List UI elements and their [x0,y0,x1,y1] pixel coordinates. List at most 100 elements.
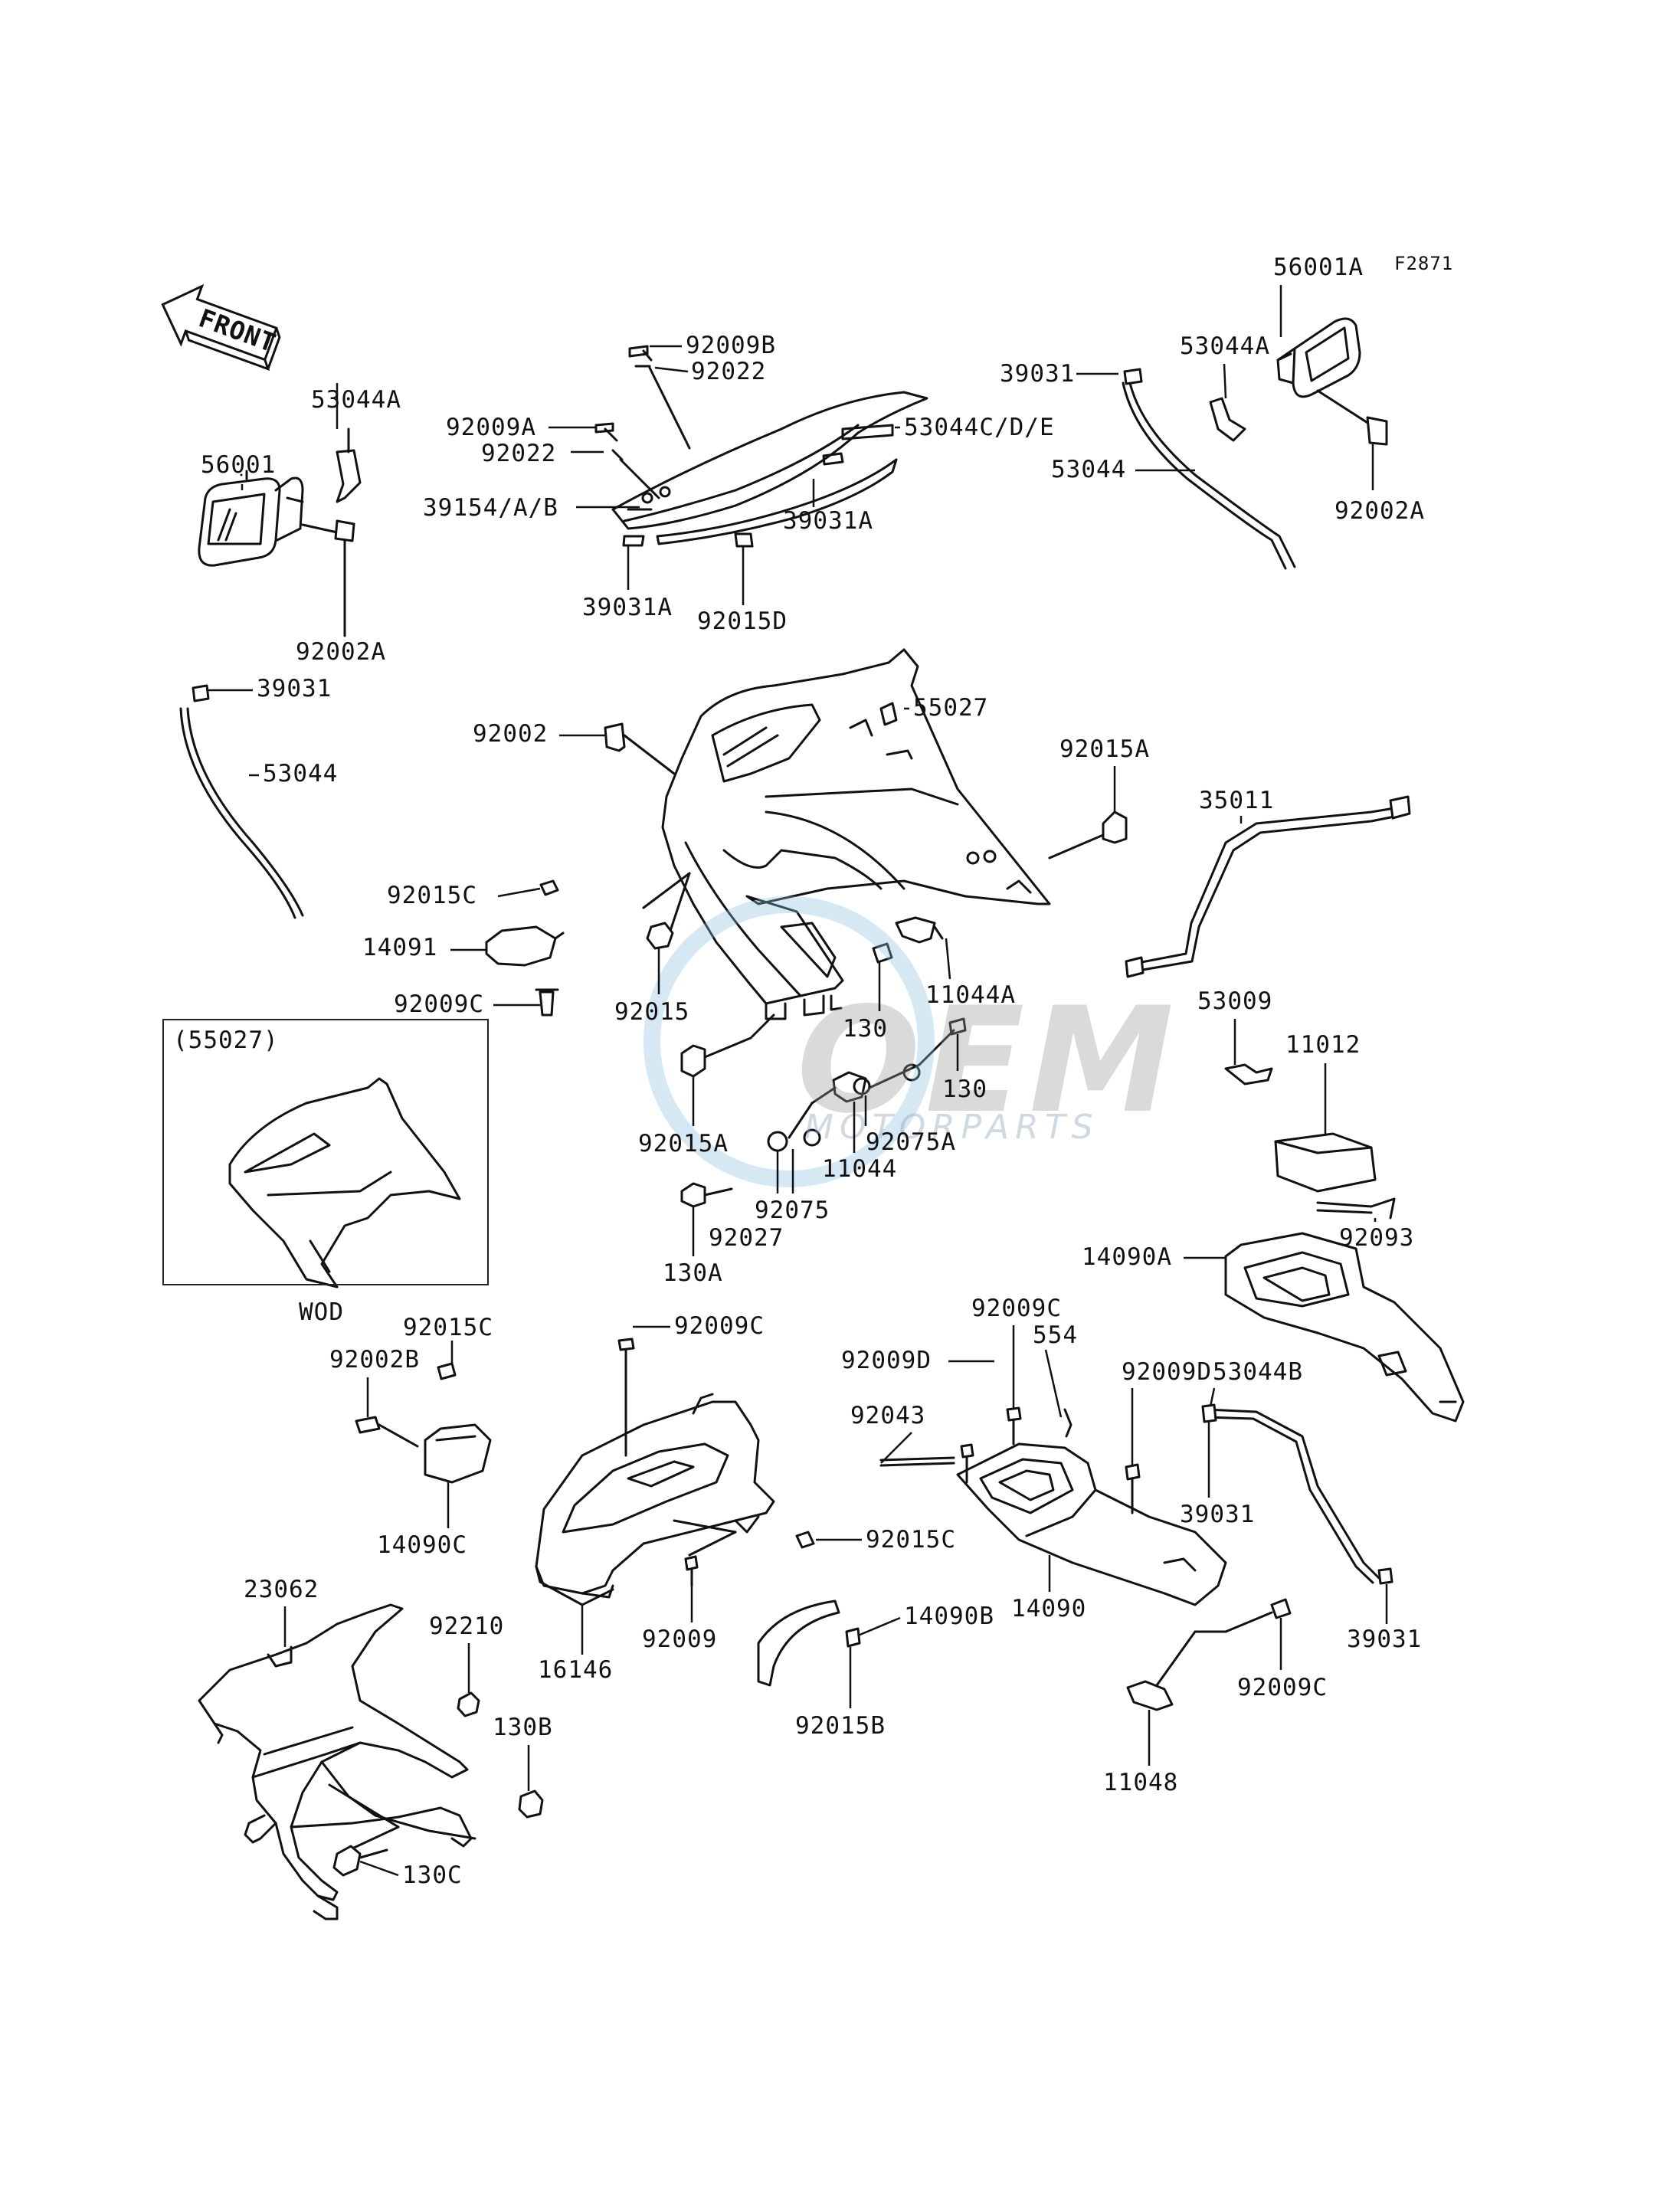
part-label: 92015 [614,998,690,1026]
clip-92015c-bottom [795,1531,815,1549]
part-label: 92009D [841,1347,932,1374]
mirror-56001a-drawing [1276,317,1388,446]
part-label: 56001 [201,451,277,479]
part-label: 11044 [822,1155,898,1183]
screw-92009c-top [539,990,555,1017]
part-label: 92043 [850,1402,926,1429]
part-label: 14091 [362,934,438,961]
part-label: 92009A [446,414,536,441]
part-label: 92002A [1335,497,1425,525]
part-label: 53009 [1197,987,1273,1015]
part-label: 92015C [387,882,477,909]
part-label: 92075A [866,1128,956,1156]
part-label: 23062 [244,1576,319,1603]
part-label: 92002A [296,638,386,666]
part-label: 14090C [377,1531,467,1559]
part-label: 53044 [263,760,339,787]
part-label: 130A [663,1259,723,1287]
part-label: 130C [402,1861,463,1889]
part-label: 92009D [1122,1358,1212,1386]
watermark-brand: OEM [797,976,1179,1145]
part-label: 92022 [691,358,767,385]
part-label: 92093 [1339,1224,1415,1252]
front-arrow-icon [161,283,281,372]
part-label: 92015A [638,1130,729,1157]
part-label: 39031A [582,594,673,621]
part-label: 92009C [971,1295,1062,1322]
part-label: 130 [942,1076,987,1103]
part-label: 39031 [1347,1626,1423,1653]
cover-14090b [757,1599,840,1687]
part-label: 11012 [1285,1031,1361,1059]
part-label: 39031A [783,507,873,535]
inset-box [162,1019,489,1285]
part-label: 92075 [755,1197,830,1224]
watermark-sub: MOTORPARTS [804,1108,1099,1147]
part-label: 92015A [1059,735,1150,763]
part-label: 92015B [795,1712,886,1740]
part-label: 39031 [257,675,332,702]
part-label: 14090B [904,1603,994,1630]
part-label: 92015C [403,1314,493,1341]
part-label: 92002 [473,720,549,748]
part-label: 53044A [311,386,401,414]
clip-92015c-top [539,879,559,896]
rod-35011 [1132,807,1396,965]
part-label: 92015C [866,1526,956,1554]
part-label: 14090A [1082,1243,1172,1271]
windshield-drawing [594,345,928,548]
part-label: 53044 [1051,456,1127,483]
part-label: 53044A [1180,332,1270,360]
part-label: 130 [843,1015,888,1043]
bracket-53044a-left [336,449,362,503]
tray-14090-drawing [879,1406,1227,1606]
wire-92093 [1316,1197,1396,1220]
part-label: 92009C [674,1312,765,1340]
part-label: 14090 [1011,1595,1087,1622]
part-label: 53044B [1213,1358,1303,1386]
part-label: 56001A [1273,254,1364,281]
part-label: 35011 [1199,787,1275,814]
part-label: 53044C/D/E [904,414,1055,441]
part-label: 92009B [686,332,776,359]
bracket-11048 [1126,1680,1174,1711]
bracket-92002 [604,722,626,752]
bolt-130b [518,1789,544,1819]
cable-53044-right [1128,381,1296,568]
figure-code: F2871 [1394,253,1454,274]
clip-53009 [1224,1063,1273,1085]
part-label: 92009C [1237,1674,1328,1701]
part-label: 39154/A/B [423,494,558,522]
screw-92027 [680,1182,706,1208]
part-label: 92009 [642,1626,718,1653]
inset-ref: (55027) [173,1026,279,1054]
part-label: 11044A [925,981,1016,1009]
cable-53044b [1205,1408,1380,1580]
bracket-11044a [895,916,936,944]
nut-92210 [457,1691,480,1717]
inset-cowl-drawing [228,1077,461,1288]
cable-53044-left [186,707,304,917]
part-label: 92009C [394,990,484,1018]
mirror-56001-drawing [198,470,355,637]
part-label: 55027 [913,694,989,722]
frame-23062-drawing [198,1603,476,1920]
part-label: 92015D [697,607,788,635]
bracket-14091 [485,925,557,967]
part-label: 11048 [1103,1769,1179,1796]
part-label: 130B [493,1714,553,1741]
inset-caption: WOD [299,1298,344,1326]
part-label: 92002B [329,1346,420,1374]
part-label: 554 [1033,1321,1078,1349]
tray-14090a-drawing [1224,1232,1465,1423]
panel-16146-drawing [535,1338,775,1606]
part-label: 92027 [709,1224,784,1252]
part-label: 92210 [429,1613,505,1640]
nut-92015 [646,922,674,950]
part-label: 39031 [1000,360,1076,388]
bracket-53044a-right [1209,397,1246,442]
part-label: 39031 [1180,1501,1256,1528]
part-label: 16146 [538,1656,614,1684]
